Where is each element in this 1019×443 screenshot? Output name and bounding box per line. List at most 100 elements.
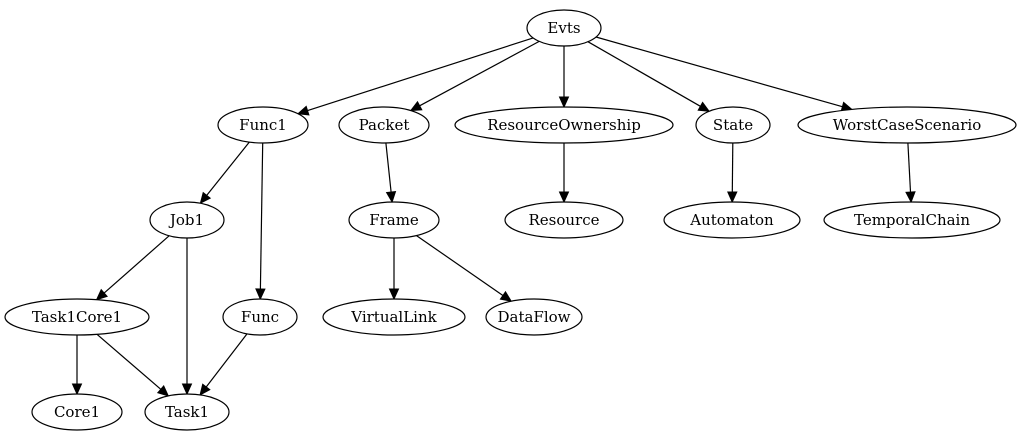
arrowhead <box>296 105 310 116</box>
node-worst-case-scenario: WorstCaseScenario <box>797 106 1017 144</box>
arrowhead <box>905 191 916 204</box>
node-ellipse <box>217 106 309 144</box>
node-ellipse <box>454 106 674 144</box>
node-ellipse <box>823 201 1001 239</box>
edge-state-to-automaton <box>727 142 738 204</box>
node-label: ResourceOwnership <box>487 116 641 134</box>
node-ellipse <box>144 393 230 431</box>
edge-line <box>587 41 701 107</box>
edge-line <box>419 40 540 107</box>
node-label: Automaton <box>689 211 774 229</box>
arrowhead <box>181 383 193 396</box>
edge-job1-to-task1core1 <box>95 235 170 301</box>
edge-line <box>96 333 162 390</box>
edge-evts-to-resource_ownership <box>558 46 570 109</box>
edge-frame-to-data_flow <box>416 235 513 302</box>
node-automaton: Automaton <box>663 201 801 239</box>
edge-func1-to-job1 <box>199 141 250 205</box>
node-ellipse <box>485 298 583 336</box>
arrowhead <box>388 288 400 301</box>
edge-func-to-task1 <box>199 333 248 396</box>
node-job1: Job1 <box>149 201 225 239</box>
arrowhead <box>727 191 738 204</box>
node-ellipse <box>31 393 123 431</box>
node-func: Func <box>222 298 298 336</box>
edge-line <box>259 142 264 290</box>
edge-line <box>205 333 248 388</box>
node-packet: Packet <box>338 106 430 144</box>
edge-task1core1-to-task1 <box>96 333 170 397</box>
arrowhead <box>255 288 266 301</box>
edge-evts-to-func1 <box>296 37 534 116</box>
node-label: VirtualLink <box>350 308 437 326</box>
node-label: Resource <box>528 211 599 229</box>
node-func1: Func1 <box>217 106 309 144</box>
edge-frame-to-virtual_link <box>388 238 400 301</box>
arrowhead <box>199 383 211 396</box>
edge-line <box>385 142 392 193</box>
edge-line <box>416 235 504 296</box>
node-ellipse <box>4 298 150 336</box>
arrowhead <box>697 101 711 112</box>
arrowhead <box>156 384 170 397</box>
node-ellipse <box>695 106 771 144</box>
node-label: Packet <box>359 116 410 134</box>
arrowhead <box>409 100 423 112</box>
edge-packet-to-frame <box>385 142 397 204</box>
node-ellipse <box>526 9 602 47</box>
node-ellipse <box>338 106 430 144</box>
node-ellipse <box>149 201 225 239</box>
edge-func1-to-func <box>255 142 266 301</box>
edge-line <box>307 37 534 112</box>
node-label: Task1 <box>165 403 209 421</box>
edge-line <box>595 36 843 108</box>
node-label: Core1 <box>54 403 100 421</box>
arrowhead <box>558 191 570 204</box>
arrowhead <box>558 96 570 109</box>
arrowhead <box>385 191 397 204</box>
node-label: WorstCaseScenario <box>833 116 981 134</box>
arrowhead <box>199 191 212 205</box>
node-frame: Frame <box>348 201 440 239</box>
node-task1core1: Task1Core1 <box>4 298 150 336</box>
node-ellipse <box>348 201 440 239</box>
edge-task1core1-to-core1 <box>71 335 83 396</box>
node-label: Func1 <box>239 116 287 134</box>
arrowhead <box>95 288 108 301</box>
arrowhead <box>499 290 513 302</box>
node-ellipse <box>322 298 466 336</box>
node-state: State <box>695 106 771 144</box>
node-label: Task1Core1 <box>32 308 122 326</box>
edge-line <box>907 142 912 193</box>
edge-resource_ownership-to-resource <box>558 143 570 204</box>
edge-evts-to-packet <box>409 40 540 112</box>
node-label: Job1 <box>168 211 204 229</box>
node-resource-ownership: ResourceOwnership <box>454 106 674 144</box>
edge-line <box>731 142 734 193</box>
edge-evts-to-state <box>587 41 711 112</box>
node-label: DataFlow <box>497 308 570 326</box>
node-virtual-link: VirtualLink <box>322 298 466 336</box>
arrowhead <box>71 383 83 396</box>
node-data-flow: DataFlow <box>485 298 583 336</box>
node-ellipse <box>504 201 624 239</box>
node-evts: Evts <box>526 9 602 47</box>
edge-worst_case_scenario-to-temporal_chain <box>905 142 916 204</box>
node-core1: Core1 <box>31 393 123 431</box>
edge-evts-to-worst_case_scenario <box>595 36 854 112</box>
edge-line <box>103 235 170 294</box>
node-resource: Resource <box>504 201 624 239</box>
edge-line <box>206 141 250 196</box>
edge-job1-to-task1 <box>181 238 193 396</box>
node-label: Evts <box>547 19 580 37</box>
node-ellipse <box>222 298 298 336</box>
node-label: Func <box>241 308 279 326</box>
node-label: State <box>713 116 753 134</box>
node-ellipse <box>797 106 1017 144</box>
node-label: Frame <box>369 211 419 229</box>
node-task1: Task1 <box>144 393 230 431</box>
node-temporal-chain: TemporalChain <box>823 201 1001 239</box>
node-ellipse <box>663 201 801 239</box>
